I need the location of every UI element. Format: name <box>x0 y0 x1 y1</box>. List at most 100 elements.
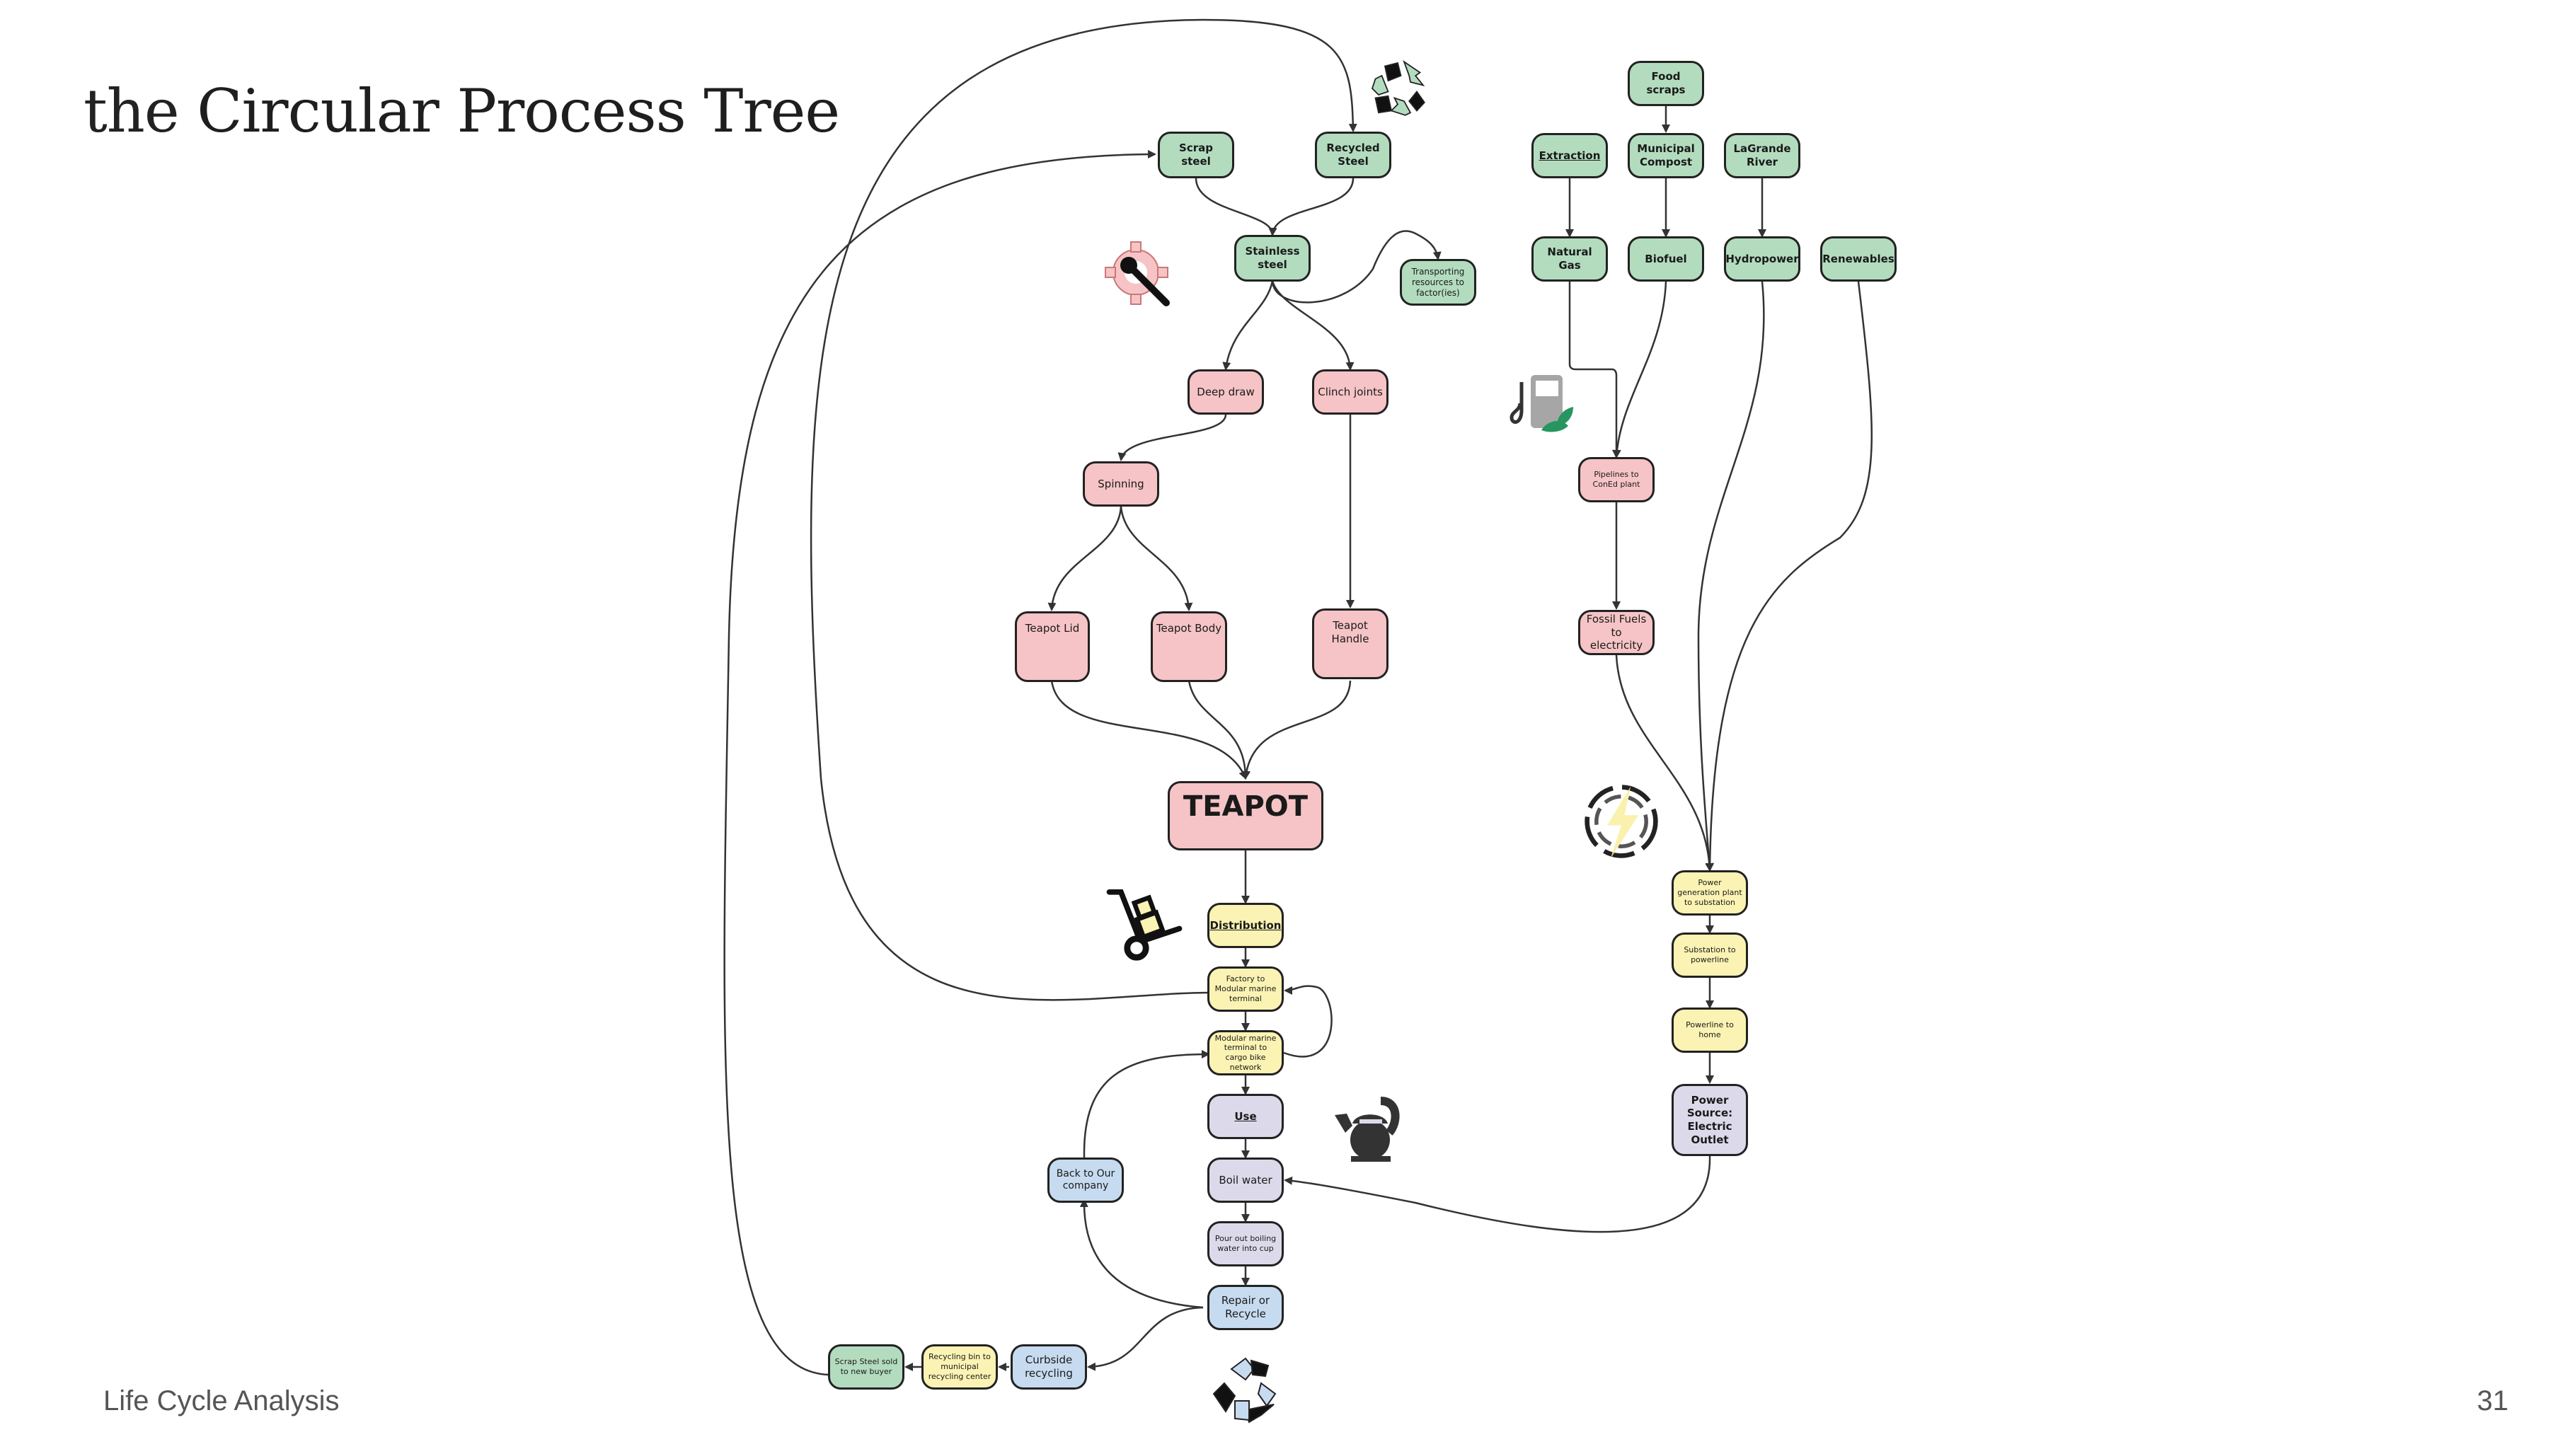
node-label: Use <box>1234 1109 1257 1123</box>
node-label: Transporting resources to factor(ies) <box>1411 266 1465 298</box>
node-municipal-compost[interactable]: Municipal Compost <box>1628 133 1704 178</box>
node-factory-to-terminal[interactable]: Factory to Modular marine terminal <box>1207 966 1284 1012</box>
title-prefix: the <box>84 76 180 146</box>
node-label: Hydropower <box>1725 252 1799 265</box>
node-repair-or-recycle[interactable]: Repair or Recycle <box>1207 1285 1284 1330</box>
node-substation[interactable]: Substation to powerline <box>1672 933 1748 978</box>
edge-biofuel-to-pipelines <box>1612 281 1667 458</box>
edge-handle-to-teapot <box>1242 680 1352 780</box>
edge-stainless-to-deepdraw <box>1222 280 1274 371</box>
node-label: Stainless steel <box>1245 245 1300 271</box>
node-power-plant[interactable]: Power generation plant to substation <box>1672 870 1748 916</box>
node-curbside-recycling[interactable]: Curbside recycling <box>1011 1344 1087 1390</box>
node-label: Renewables <box>1822 252 1894 265</box>
node-label: Recycled Steel <box>1326 142 1380 168</box>
node-recycling-bin[interactable]: Recycling bin to municipal recycling cen… <box>921 1344 998 1390</box>
node-label: Back to Our company <box>1056 1167 1115 1192</box>
gear-wrench-icon <box>1105 241 1170 306</box>
node-boil-water[interactable]: Boil water <box>1207 1158 1284 1203</box>
edge-scrap-to-stainless <box>1195 178 1277 236</box>
edge-stainless-to-clinch <box>1271 280 1355 371</box>
edge-hydro-to-powerplant <box>1697 281 1765 872</box>
node-label: TEAPOT <box>1183 790 1309 823</box>
node-label: Food scraps <box>1646 70 1686 96</box>
node-recycled-steel[interactable]: Recycled Steel <box>1315 132 1391 178</box>
title-main: Circular Process Tree <box>197 76 840 146</box>
edge-back-to-terminal <box>1083 1050 1210 1158</box>
node-label: Pour out boiling water into cup <box>1214 1234 1277 1253</box>
edge-source-to-boil <box>1284 1155 1711 1233</box>
node-label: Distribution <box>1209 918 1282 932</box>
node-label: Scrap Steel sold to new buyer <box>834 1357 898 1376</box>
edge-terminal-to-factory-loop <box>1283 985 1333 1058</box>
node-label: Power Source: Electric Outlet <box>1686 1093 1733 1146</box>
node-label: Teapot Body <box>1156 622 1222 635</box>
node-transporting[interactable]: Transporting resources to factor(ies) <box>1400 259 1476 306</box>
recycle-bottom-icon <box>1212 1357 1277 1424</box>
edge-factory-terminal-to-recycled-steel <box>810 18 1357 1001</box>
node-natural-gas[interactable]: Natural Gas <box>1531 236 1608 282</box>
node-label: Boil water <box>1219 1173 1272 1187</box>
hand-truck-icon <box>1106 889 1183 961</box>
edge-stainless-to-transport <box>1271 230 1442 304</box>
edge-spinning-to-body <box>1120 506 1193 611</box>
node-teapot[interactable]: TEAPOT <box>1168 781 1323 850</box>
node-spinning[interactable]: Spinning <box>1083 461 1159 507</box>
node-power-source[interactable]: Power Source: Electric Outlet <box>1672 1084 1748 1156</box>
node-pipelines[interactable]: Pipelines to ConEd plant <box>1578 457 1655 502</box>
edge-scrap-sold-to-scrap-steel <box>723 150 1156 1376</box>
node-deep-draw[interactable]: Deep draw <box>1188 369 1264 415</box>
node-teapot-body[interactable]: Teapot Body <box>1151 611 1227 682</box>
node-label: Power generation plant to substation <box>1677 878 1742 907</box>
node-label: Modular marine terminal to cargo bike ne… <box>1214 1033 1277 1072</box>
eco-fuel-pump-icon <box>1510 375 1573 432</box>
node-teapot-lid[interactable]: Teapot Lid <box>1015 611 1090 682</box>
node-distribution[interactable]: Distribution <box>1207 903 1284 948</box>
footer-title: Life Cycle Analysis <box>103 1385 340 1416</box>
node-scrap-sold[interactable]: Scrap Steel sold to new buyer <box>828 1344 904 1390</box>
node-label: Biofuel <box>1645 252 1687 265</box>
edge-body-to-teapot <box>1188 680 1250 780</box>
node-label: Repair or Recycle <box>1221 1294 1270 1320</box>
edge-renewables-to-powerplant <box>1706 281 1873 872</box>
node-hydropower[interactable]: Hydropower <box>1724 236 1800 282</box>
page-number: 31 <box>2477 1385 2509 1416</box>
node-renewables[interactable]: Renewables <box>1820 236 1897 282</box>
node-use[interactable]: Use <box>1207 1094 1284 1139</box>
node-back-to-company[interactable]: Back to Our company <box>1047 1158 1124 1203</box>
page-title: the Circular Process Tree <box>84 76 840 146</box>
edge-repair-to-back <box>1079 1199 1204 1309</box>
node-label: LaGrande River <box>1733 142 1791 168</box>
node-label: Curbside recycling <box>1025 1353 1073 1380</box>
node-extraction[interactable]: Extraction <box>1531 133 1608 178</box>
node-label: Fossil Fuels to electricity <box>1586 612 1647 652</box>
node-label: Municipal Compost <box>1637 142 1695 168</box>
node-powerline[interactable]: Powerline to home <box>1672 1008 1748 1053</box>
node-label: Recycling bin to municipal recycling cen… <box>928 1352 991 1381</box>
node-stainless-steel[interactable]: Stainless steel <box>1234 235 1311 282</box>
node-label: Teapot Lid <box>1025 622 1080 635</box>
edge-natgas-to-pipelines <box>1568 282 1621 458</box>
node-fossil-fuels[interactable]: Fossil Fuels to electricity <box>1578 610 1655 655</box>
node-food-scraps[interactable]: Food scraps <box>1628 61 1704 106</box>
node-scrap-steel[interactable]: Scrap steel <box>1158 132 1234 178</box>
node-label: Natural Gas <box>1547 246 1592 272</box>
node-label: Teapot Handle <box>1331 619 1369 645</box>
node-label: Powerline to home <box>1686 1020 1734 1039</box>
node-label: Scrap steel <box>1179 142 1213 168</box>
node-label: Deep draw <box>1197 385 1255 398</box>
node-biofuel[interactable]: Biofuel <box>1628 236 1704 282</box>
edge-spinning-to-lid <box>1047 506 1122 611</box>
node-label: Substation to powerline <box>1684 945 1736 964</box>
node-label: Clinch joints <box>1318 385 1383 398</box>
kettle-icon <box>1335 1097 1400 1162</box>
node-clinch-joints[interactable]: Clinch joints <box>1312 369 1388 415</box>
node-lagrande-river[interactable]: LaGrande River <box>1724 133 1800 178</box>
node-label: Spinning <box>1098 477 1144 490</box>
node-terminal-to-bike[interactable]: Modular marine terminal to cargo bike ne… <box>1207 1030 1284 1075</box>
edge-lid-to-teapot <box>1050 680 1247 780</box>
edge-recycled-to-stainless <box>1268 178 1355 236</box>
node-teapot-handle[interactable]: Teapot Handle <box>1312 608 1388 679</box>
node-pour-out[interactable]: Pour out boiling water into cup <box>1207 1221 1284 1266</box>
edge-deepdraw-to-spinning <box>1117 414 1227 461</box>
